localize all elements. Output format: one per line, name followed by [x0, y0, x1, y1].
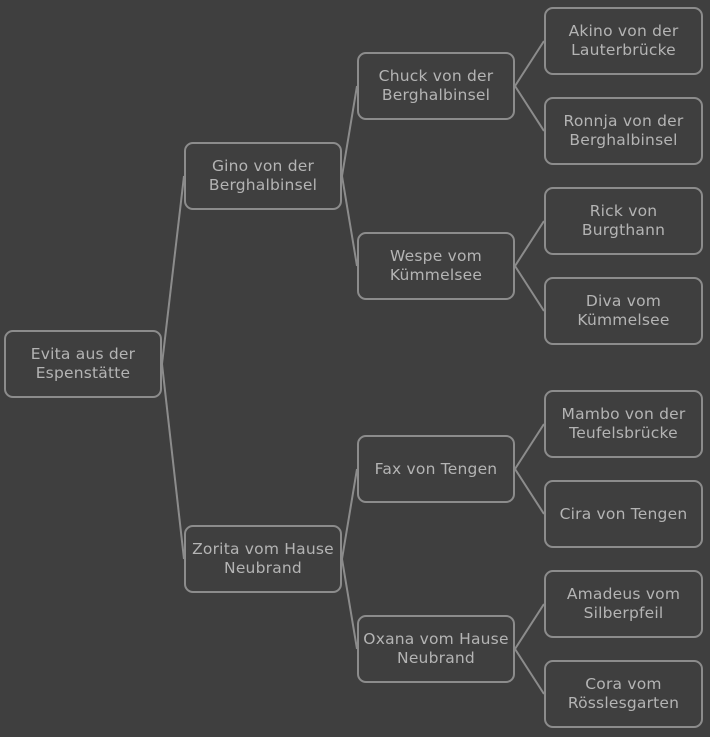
node-root-sire-dam: Wespe vom Kümmelsee	[357, 232, 515, 300]
node-root-dam-dam-sire: Amadeus vom Silberpfeil	[544, 570, 703, 638]
node-root-dam-sire-sire: Mambo von der Teufelsbrücke	[544, 390, 703, 458]
connector-root-sire-dam-dam	[514, 265, 545, 312]
node-label: Cira von Tengen	[559, 504, 688, 523]
connector-root-sire	[161, 175, 185, 365]
node-label: Mambo von der Teufelsbrücke	[561, 405, 686, 442]
connector-root-sire-dam	[341, 175, 358, 267]
node-label: Wespe vom Kümmelsee	[389, 247, 483, 284]
connector-root-sire-sire-dam	[514, 85, 545, 132]
node-root: Evita aus der Espenstätte	[4, 330, 162, 398]
connector-root-dam-dam-dam	[514, 648, 545, 695]
connector-root-dam-dam-sire	[514, 603, 545, 650]
connector-root-dam	[161, 363, 185, 560]
node-label: Evita aus der Espenstätte	[30, 345, 136, 382]
node-label: Fax von Tengen	[374, 459, 498, 478]
node-label: Chuck von der Berghalbinsel	[378, 67, 494, 104]
node-label: Akino von der Lauterbrücke	[568, 22, 679, 59]
node-root-dam-sire-dam: Cira von Tengen	[544, 480, 703, 548]
node-root-dam-dam: Oxana vom Hause Neubrand	[357, 615, 515, 683]
node-root-dam: Zorita vom Hause Neubrand	[184, 525, 342, 593]
node-root-sire-dam-dam: Diva vom Kümmelsee	[544, 277, 703, 345]
connector-root-dam-sire-sire	[514, 423, 545, 470]
connector-root-dam-sire	[341, 468, 358, 560]
node-label: Cora vom Rösslesgarten	[567, 675, 680, 712]
node-label: Ronnja von der Berghalbinsel	[563, 112, 684, 149]
node-root-sire: Gino von der Berghalbinsel	[184, 142, 342, 210]
node-label: Rick von Burgthann	[581, 202, 666, 239]
node-root-dam-dam-dam: Cora vom Rösslesgarten	[544, 660, 703, 728]
connector-root-sire-sire	[341, 85, 358, 177]
node-label: Diva vom Kümmelsee	[577, 292, 670, 329]
node-label: Gino von der Berghalbinsel	[208, 157, 318, 194]
node-root-sire-sire: Chuck von der Berghalbinsel	[357, 52, 515, 120]
connector-root-dam-dam	[341, 558, 358, 650]
connector-root-sire-dam-sire	[514, 220, 545, 267]
node-label: Oxana vom Hause Neubrand	[363, 630, 509, 667]
node-root-sire-sire-sire: Akino von der Lauterbrücke	[544, 7, 703, 75]
node-root-sire-dam-sire: Rick von Burgthann	[544, 187, 703, 255]
connector-root-sire-sire-sire	[514, 40, 545, 87]
node-label: Amadeus vom Silberpfeil	[566, 585, 681, 622]
connector-root-dam-sire-dam	[514, 468, 545, 515]
node-label: Zorita vom Hause Neubrand	[192, 540, 334, 577]
node-root-sire-sire-dam: Ronnja von der Berghalbinsel	[544, 97, 703, 165]
node-root-dam-sire: Fax von Tengen	[357, 435, 515, 503]
